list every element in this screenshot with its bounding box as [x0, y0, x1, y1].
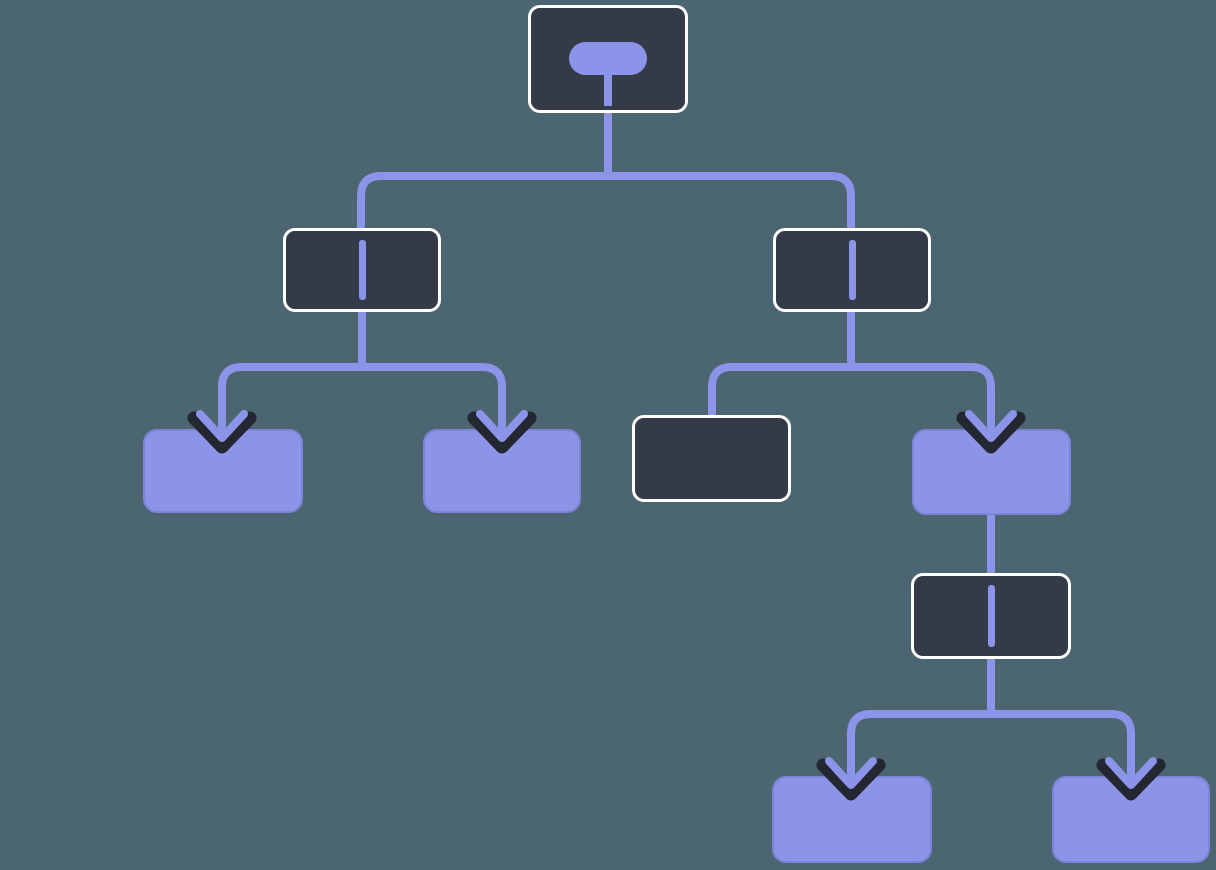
- chevron-down-outline-icon: [467, 411, 537, 454]
- edge-right-split-bar: [708, 363, 995, 424]
- edge-root-split-bar: [357, 172, 855, 234]
- branch-node-right[interactable]: [773, 228, 931, 312]
- chevron-down-outline-icon: [816, 758, 886, 801]
- chevron-down-outline-icon: [187, 411, 257, 454]
- arrow-into-leaf-1: [187, 400, 257, 454]
- arrow-into-leaf-2: [467, 400, 537, 454]
- pill-stem-icon: [569, 42, 647, 75]
- edge-bottom-split-bar: [847, 710, 1135, 757]
- pill-stem-icon: [604, 70, 612, 106]
- vertical-line-icon: [987, 585, 995, 647]
- branch-node-bottom[interactable]: [911, 573, 1071, 659]
- arrow-into-leaf-3: [956, 400, 1026, 454]
- chevron-down-icon: [196, 410, 248, 442]
- root-node[interactable]: [528, 5, 688, 113]
- chevron-down-icon: [965, 410, 1017, 442]
- chevron-down-icon: [825, 757, 877, 789]
- chevron-down-icon: [476, 410, 528, 442]
- edge-left-split-bar: [218, 363, 506, 410]
- chevron-down-outline-icon: [1096, 758, 1166, 801]
- arrow-into-leaf-5: [1096, 747, 1166, 801]
- vertical-line-icon: [358, 240, 366, 300]
- arrow-into-leaf-4: [816, 747, 886, 801]
- plain-dark-node[interactable]: [632, 415, 791, 502]
- branch-node-left[interactable]: [283, 228, 441, 312]
- chevron-down-icon: [1105, 757, 1157, 789]
- chevron-down-outline-icon: [956, 411, 1026, 454]
- vertical-line-icon: [848, 240, 856, 300]
